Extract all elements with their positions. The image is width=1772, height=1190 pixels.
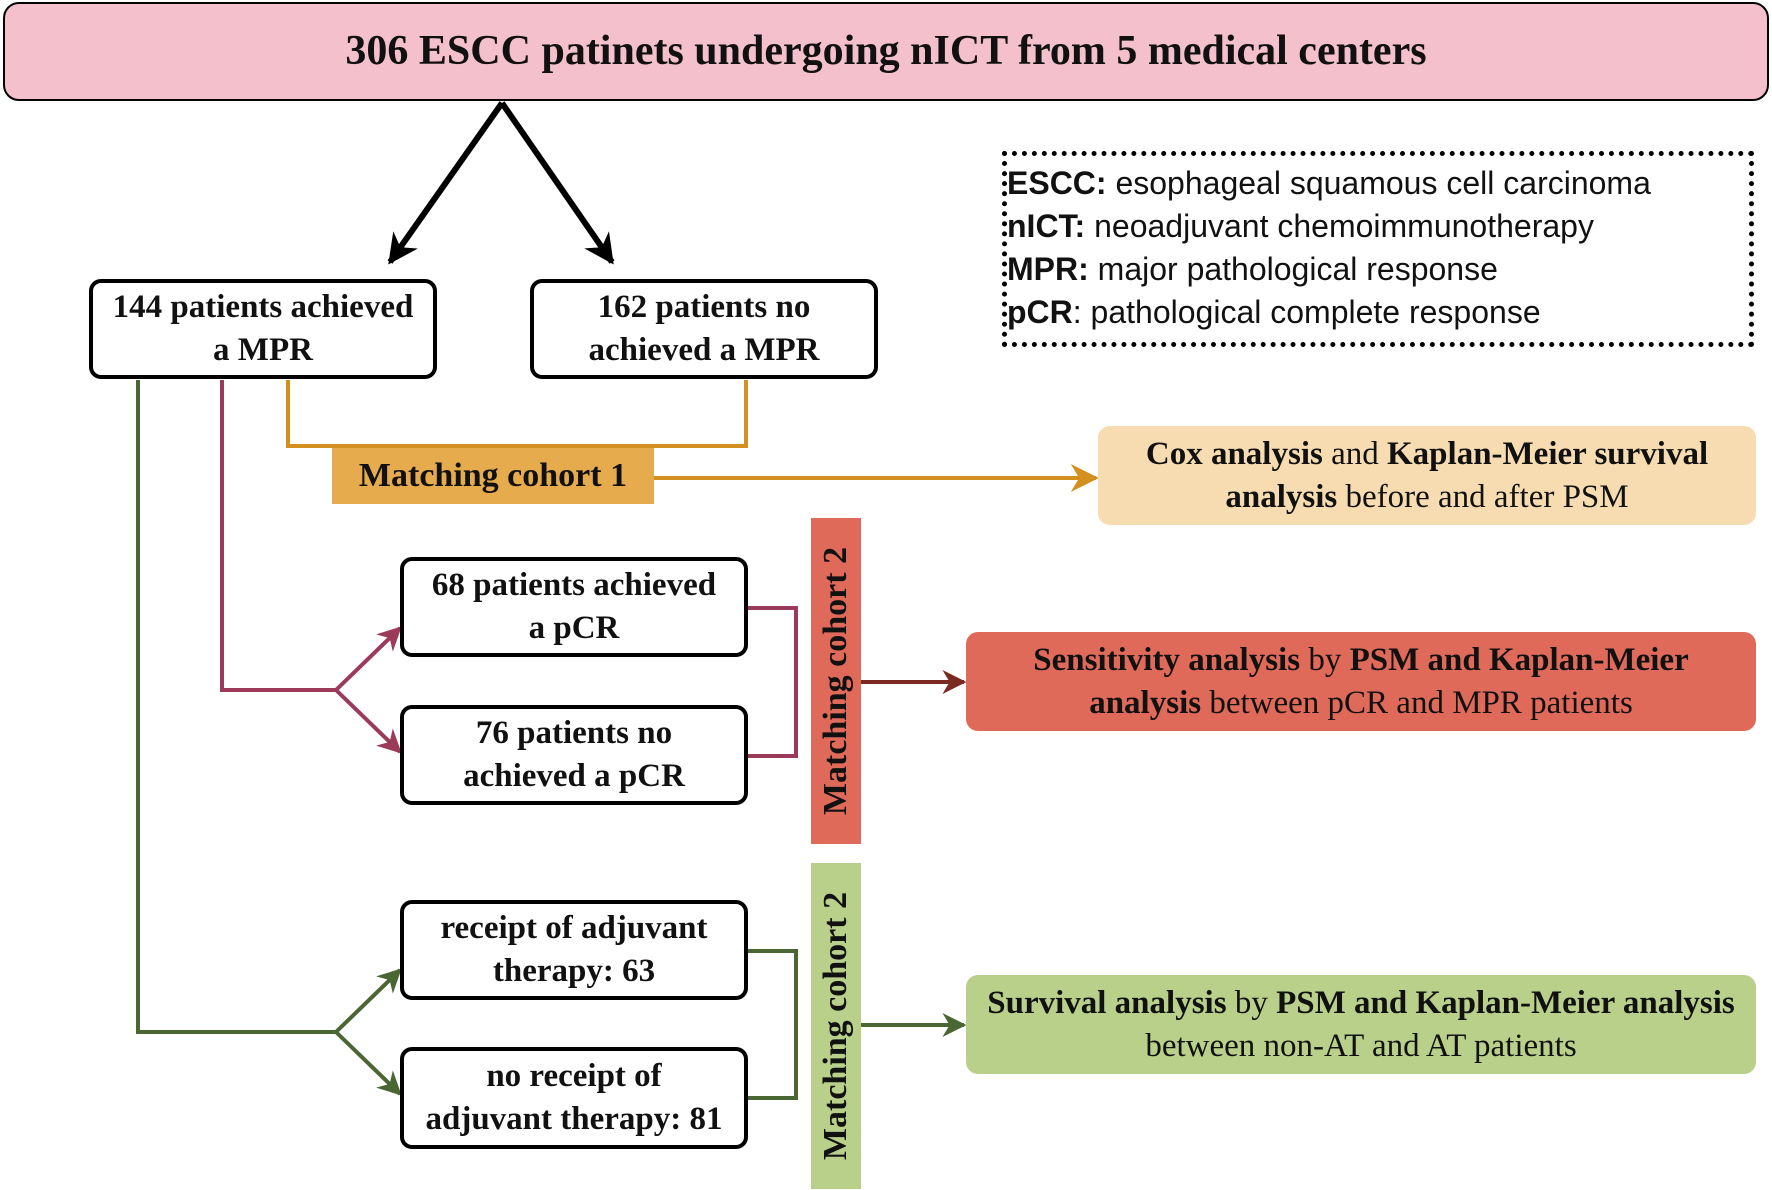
matching-cohort-1-tag: Matching cohort 1 [332, 448, 654, 504]
result-sensitivity-text: Sensitivity analysis by PSM and Kaplan-M… [1033, 641, 1689, 721]
node-pcr-not-achieved-label: 76 patients no achieved a pCR [463, 715, 685, 794]
arrow-to-mpr-yes [387, 101, 505, 265]
abbreviation-legend: ESCC: esophageal squamous cell carcinoma… [1002, 151, 1754, 347]
node-adjuvant-received: receipt of adjuvant therapy: 63 [400, 900, 748, 1000]
cohort2a-bracket [748, 606, 798, 758]
node-pcr-achieved-label: 68 patients achieved a pCR [431, 567, 717, 646]
node-mpr-achieved-label: 144 patients achieved a MPR [112, 289, 414, 368]
result-cox-analysis: Cox analysis and Kaplan-Meier survival a… [1098, 426, 1756, 525]
legend-row-pcr: pCR: pathological complete response [1007, 294, 1541, 330]
matching-cohort-2-adjuvant-label: Matching cohort 2 [817, 891, 854, 1161]
node-adjuvant-not-received: no receipt of adjuvant therapy: 81 [400, 1047, 748, 1149]
matching-cohort-2-adjuvant-tag: Matching cohort 2 [811, 863, 861, 1189]
arrow-to-at-yes [334, 968, 402, 1034]
node-mpr-not-achieved: 162 patients no achieved a MPR [530, 279, 878, 379]
arrow-to-pcr-no [334, 688, 402, 754]
result-sensitivity-analysis: Sensitivity analysis by PSM and Kaplan-M… [966, 632, 1756, 731]
legend-row-mpr: MPR: major pathological response [1007, 251, 1498, 287]
title-box: 306 ESCC patinets undergoing nICT from 5… [3, 2, 1769, 101]
legend-row-nict: nICT: neoadjuvant chemoimmunotherapy [1007, 208, 1594, 244]
arrow-to-mpr-no [499, 101, 615, 265]
matching-cohort-2-pcr-label: Matching cohort 2 [817, 546, 854, 816]
matching-cohort-1-label: Matching cohort 1 [358, 456, 628, 494]
cohort1-bracket [286, 380, 748, 448]
matching-cohort-2-pcr-tag: Matching cohort 2 [811, 518, 861, 844]
title-text: 306 ESCC patinets undergoing nICT from 5… [345, 28, 1427, 75]
node-adjuvant-not-received-label: no receipt of adjuvant therapy: 81 [425, 1058, 723, 1137]
result-survival-text: Survival analysis by PSM and Kaplan-Meie… [987, 984, 1735, 1064]
result-survival-analysis: Survival analysis by PSM and Kaplan-Meie… [966, 975, 1756, 1074]
result-cox-text: Cox analysis and Kaplan-Meier survival a… [1145, 435, 1709, 515]
pcr-split-line [220, 380, 336, 692]
node-mpr-achieved: 144 patients achieved a MPR [89, 279, 437, 379]
at-split-line [136, 380, 336, 1034]
arrow-to-at-no [334, 1030, 402, 1096]
node-pcr-achieved: 68 patients achieved a pCR [400, 557, 748, 657]
arrow-to-pcr-yes [334, 626, 402, 692]
cohort2b-bracket [748, 949, 798, 1100]
node-adjuvant-received-label: receipt of adjuvant therapy: 63 [440, 910, 708, 989]
node-mpr-not-achieved-label: 162 patients no achieved a MPR [588, 289, 820, 368]
legend-row-escc: ESCC: esophageal squamous cell carcinoma [1007, 165, 1651, 201]
node-pcr-not-achieved: 76 patients no achieved a pCR [400, 705, 748, 805]
